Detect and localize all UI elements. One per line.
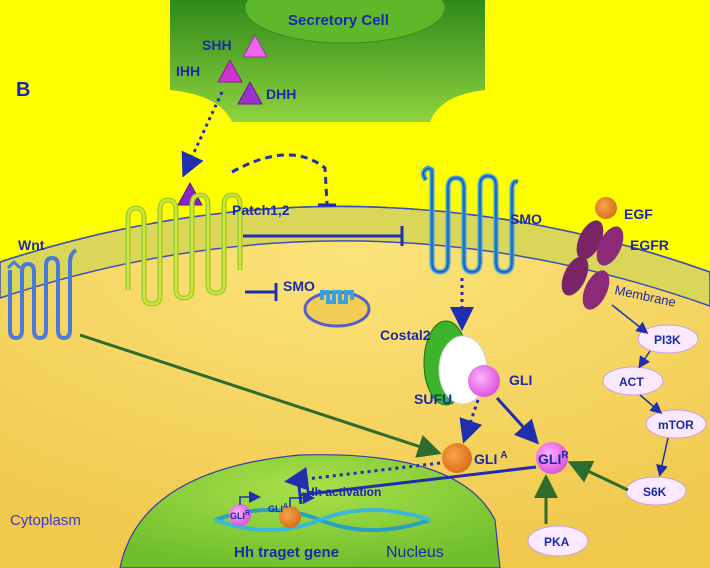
pka-label: PKA bbox=[544, 535, 570, 549]
shh-ligand bbox=[242, 33, 268, 58]
egfr-subunit bbox=[561, 256, 589, 296]
egfr-to-pi3k-arrow bbox=[611, 304, 649, 334]
dhh-label: DHH bbox=[266, 86, 296, 102]
wnt-to-gli-active-arrow bbox=[79, 333, 442, 458]
shh-label: SHH bbox=[202, 37, 232, 53]
promoter-arrow bbox=[239, 491, 261, 505]
smo-label: SMO bbox=[510, 211, 542, 227]
wnt-label: Wnt bbox=[18, 237, 45, 253]
egfr-subunit bbox=[582, 270, 610, 310]
internal-smo bbox=[320, 290, 354, 304]
mtor-to-s6k-arrow bbox=[656, 437, 669, 477]
pi3k-node bbox=[637, 324, 699, 354]
secretory-cell-nucleus bbox=[244, 0, 446, 44]
dna-gli-repressor bbox=[229, 504, 251, 526]
act-to-mtor-arrow bbox=[639, 394, 663, 414]
smo-internal-label: SMO bbox=[283, 278, 315, 294]
wnt-receptor bbox=[8, 248, 78, 341]
egf-label: EGF bbox=[624, 206, 653, 222]
gli-active bbox=[442, 443, 472, 473]
egfr-subunit bbox=[596, 226, 624, 266]
cytoplasm-label: Cytoplasm bbox=[10, 512, 81, 529]
mtor-node bbox=[645, 409, 707, 439]
dna-gli-active-label: GLIA bbox=[268, 503, 288, 514]
gli-protein bbox=[468, 365, 500, 397]
dhh-ligand bbox=[237, 80, 263, 105]
dna-gli-repressor-label: GLIR bbox=[230, 510, 250, 521]
s6k-label: S6K bbox=[643, 485, 667, 499]
costal2-label: Costal2 bbox=[380, 327, 431, 343]
patch-label: Patch1,2 bbox=[232, 202, 290, 218]
act-node bbox=[602, 366, 664, 396]
feedback-inhibition bbox=[231, 153, 329, 205]
ligand-to-patched-arrow bbox=[181, 91, 224, 178]
wnt-receptor-tip bbox=[6, 259, 22, 270]
pka-node bbox=[527, 525, 589, 557]
gli-repressor bbox=[536, 442, 568, 474]
egfr-label: EGFR bbox=[630, 237, 669, 253]
promoter-arrow bbox=[289, 492, 315, 507]
dna-strand bbox=[214, 508, 431, 532]
cytoplasm-region bbox=[0, 219, 710, 568]
gli-label: GLI bbox=[509, 372, 532, 388]
egfr-subunit bbox=[576, 220, 604, 260]
complex-to-gli-repressor-arrow bbox=[495, 396, 540, 445]
gli-repressor-label: GLIR bbox=[538, 450, 569, 467]
target-gene-label: Hh traget gene bbox=[234, 544, 339, 561]
ihh-ligand bbox=[217, 58, 243, 83]
panel-label: B bbox=[16, 79, 30, 101]
sufu-label: SUFU bbox=[414, 391, 452, 407]
egf-ligand bbox=[595, 197, 617, 219]
act-label: ACT bbox=[619, 375, 644, 389]
secretory-cell-label: Secretory Cell bbox=[288, 12, 389, 29]
pi3k-label: PI3K bbox=[654, 333, 681, 347]
s6k-node bbox=[625, 476, 687, 506]
gli-repressor-inhibition bbox=[299, 465, 537, 497]
mtor-label: mTOR bbox=[658, 418, 694, 432]
hh-activation-label: Hh activation bbox=[306, 485, 381, 499]
smo-vesicle bbox=[303, 290, 371, 328]
dna-gli-active bbox=[279, 506, 301, 528]
ihh-label: IHH bbox=[176, 63, 200, 79]
nucleus-label: Nucleus bbox=[386, 544, 444, 561]
s6k-to-gli-repressor-arrow bbox=[567, 460, 629, 492]
pi3k-to-act-arrow bbox=[638, 350, 651, 369]
